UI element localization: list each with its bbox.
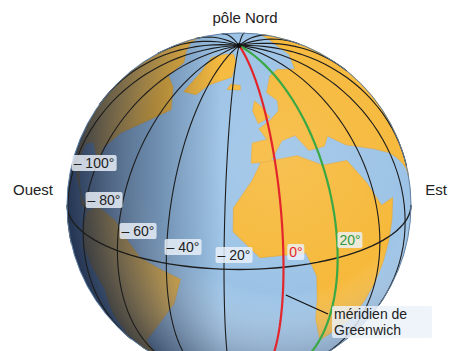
direction-label: Ouest: [13, 181, 53, 198]
longitude-label: 20°: [337, 232, 362, 248]
longitude-label: – 20°: [216, 247, 253, 263]
longitude-label: 0°: [287, 244, 304, 260]
globe-outline: [67, 33, 411, 351]
north-pole-point: [237, 43, 242, 48]
ocean: [67, 33, 411, 351]
longitude-label: – 40°: [165, 239, 202, 255]
longitude-label: – 100°: [72, 155, 117, 171]
longitude-label: – 80°: [86, 192, 123, 208]
meridian-label: méridien de Greenwich: [332, 306, 432, 338]
direction-label: Est: [425, 181, 447, 198]
pole-label: pôle Nord: [212, 9, 277, 26]
meridian-20-line: [239, 46, 338, 351]
globe-shading: [67, 33, 411, 351]
meridian-line: [166, 46, 239, 351]
longitude-label: – 60°: [120, 223, 157, 239]
meridian-line: [117, 46, 239, 351]
equator-line: [67, 205, 411, 269]
meridian-line: [224, 46, 239, 351]
meridian-line: [239, 46, 405, 306]
greenwich-meridian: [239, 46, 284, 351]
meridian-line: [239, 35, 269, 45]
globe-shadow: [67, 33, 411, 351]
leader-line: [286, 295, 328, 314]
meridian-line: [83, 46, 239, 340]
meridian-line: [68, 46, 239, 245]
